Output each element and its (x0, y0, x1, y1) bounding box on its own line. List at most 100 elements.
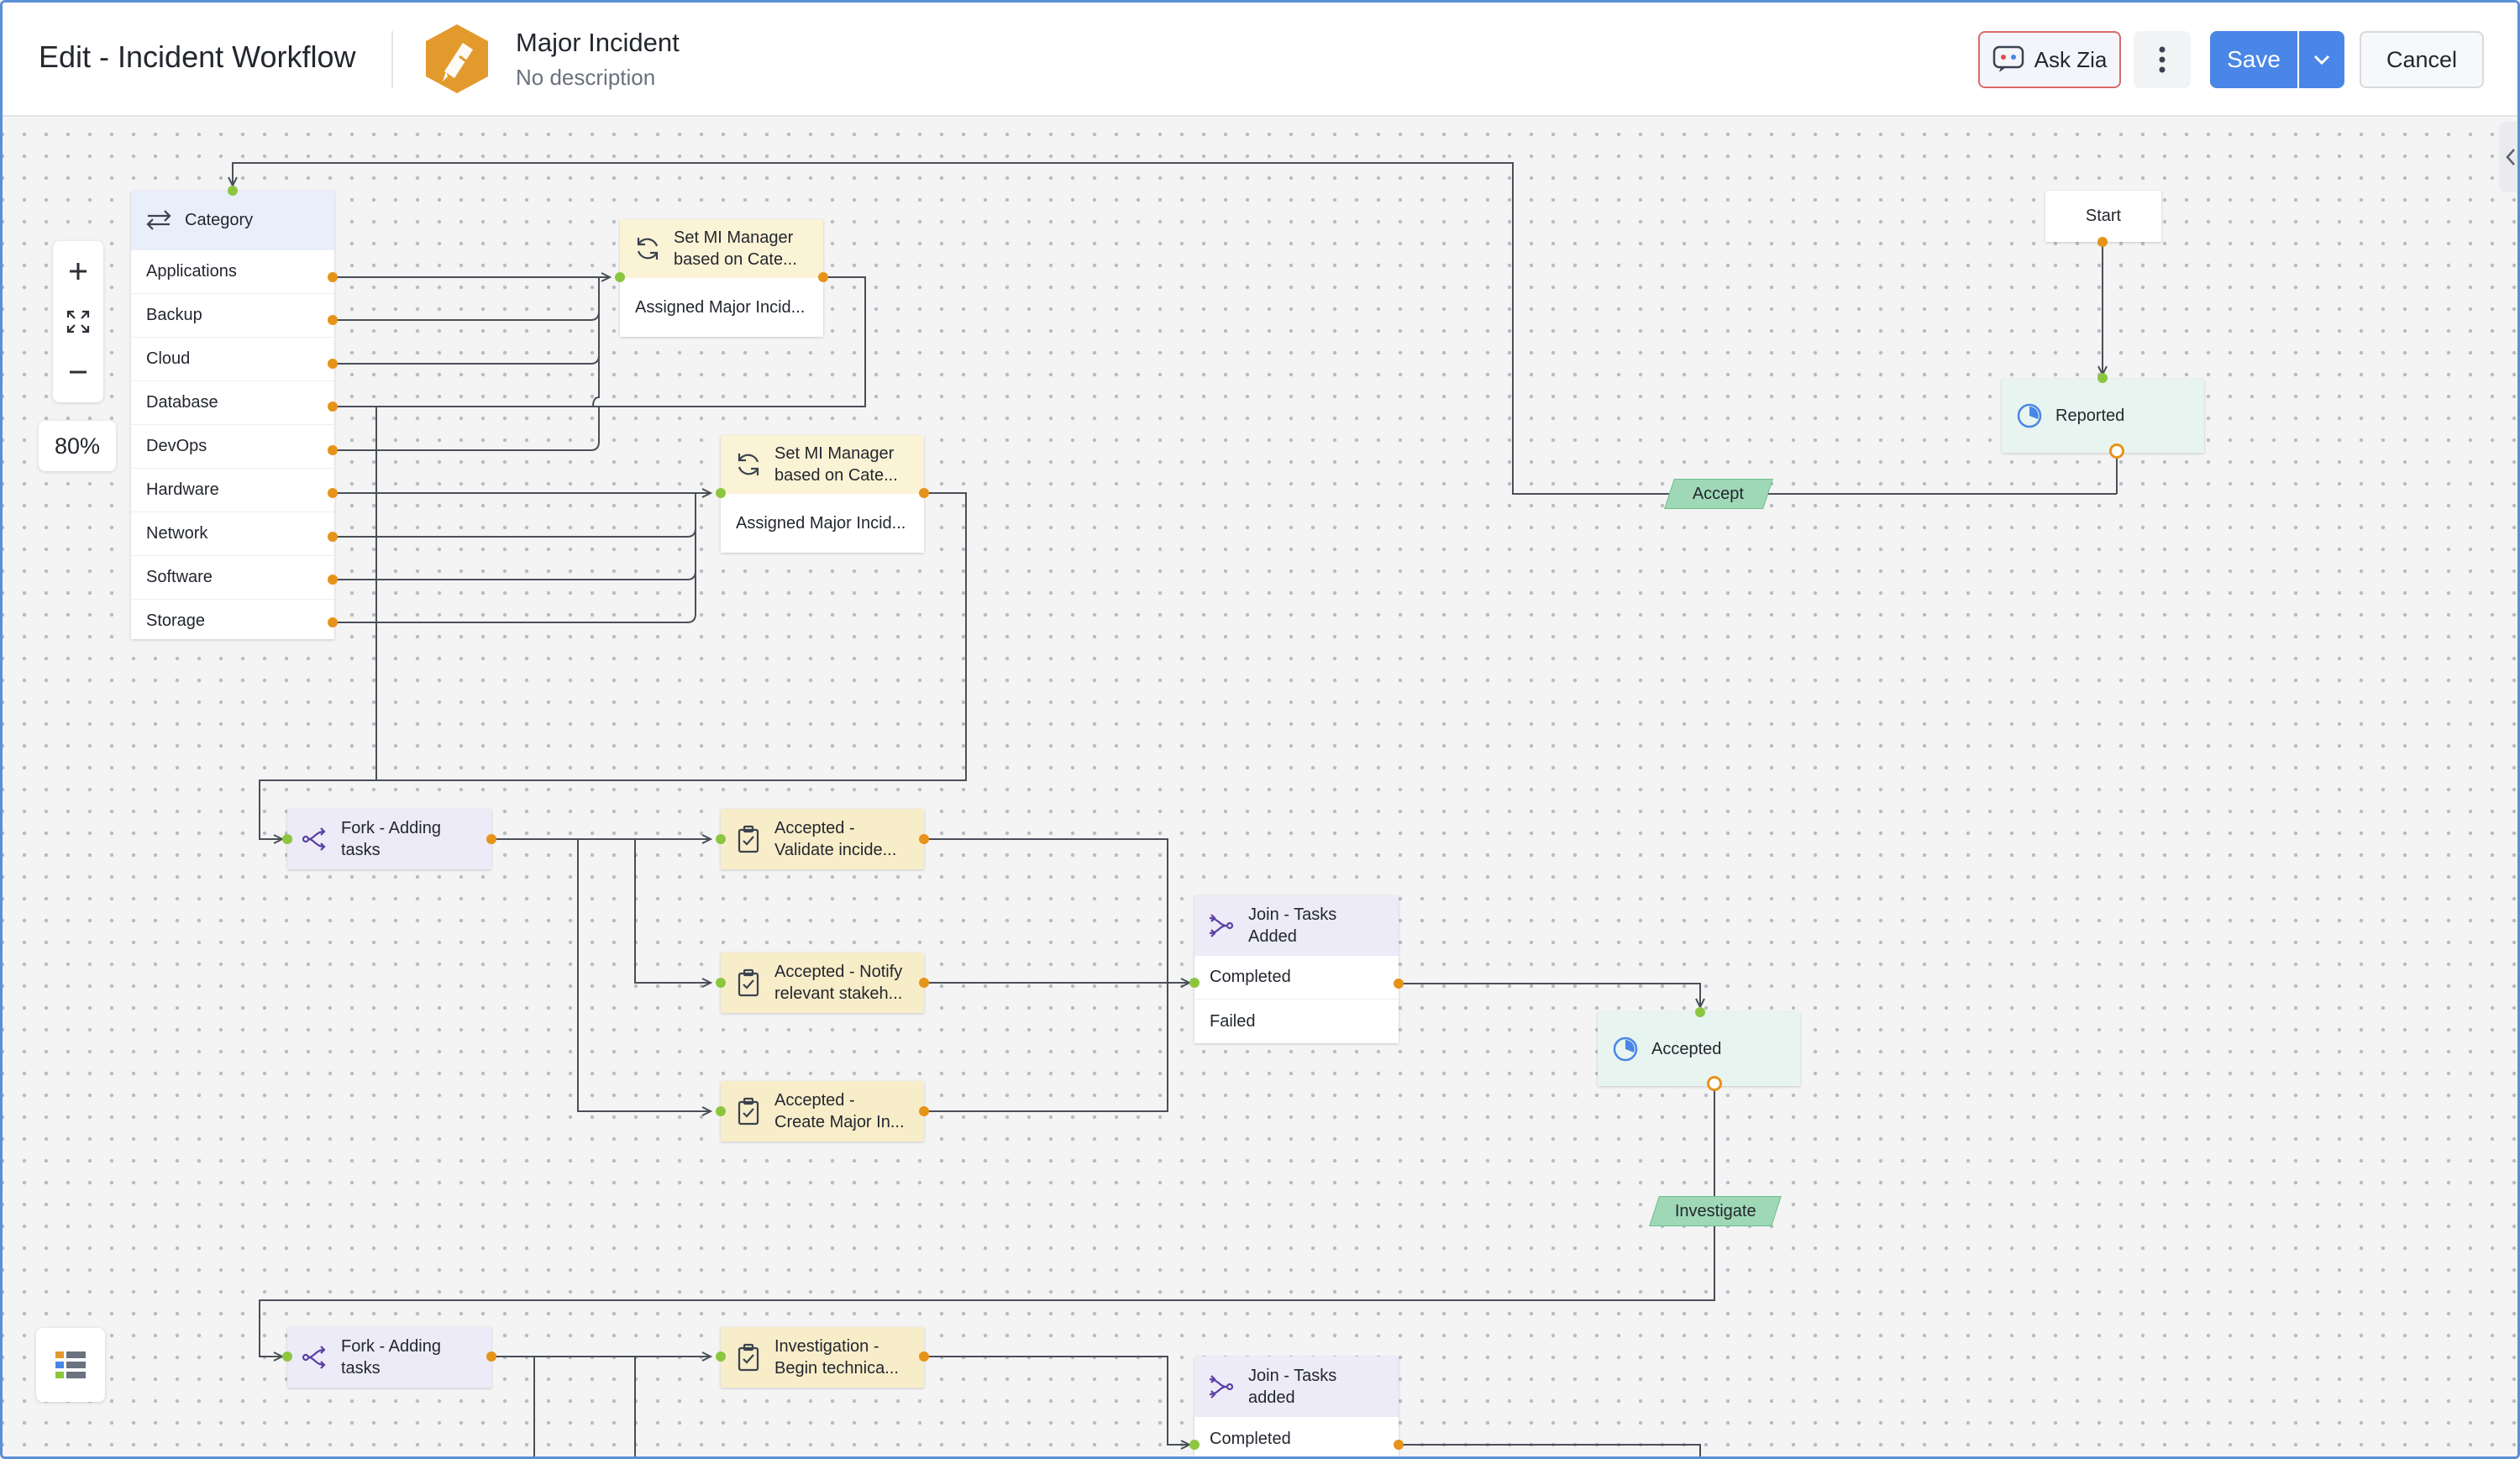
clipboard-check-icon (738, 1097, 759, 1126)
task-node[interactable]: Accepted - Notify relevant stakeh... (721, 953, 924, 1013)
input-port[interactable] (716, 834, 726, 844)
state-label: Reported (2055, 407, 2125, 425)
output-port[interactable] (919, 488, 929, 498)
output-port[interactable] (919, 1351, 929, 1362)
join-node[interactable]: Join - Tasks Added Completed Failed (1194, 895, 1399, 1043)
output-port[interactable] (1394, 979, 1404, 989)
category-decision-node[interactable]: Category Applications Backup Cloud Datab… (131, 191, 334, 639)
chevron-left-icon (2506, 149, 2515, 165)
output-port[interactable] (328, 532, 338, 542)
workflow-logo-icon (426, 24, 488, 93)
save-options-dropdown[interactable] (2299, 31, 2344, 88)
workflow-description[interactable]: No description (516, 65, 656, 90)
task-node[interactable]: Investigation - Begin technica... (721, 1327, 924, 1388)
output-port[interactable] (486, 1351, 496, 1362)
join-node-title: Join - Tasks Added (1248, 904, 1336, 947)
state-node-reported[interactable]: Reported (2002, 379, 2204, 453)
join-node-header: Join - Tasks Added (1194, 895, 1399, 956)
transition-investigate[interactable]: Investigate (1649, 1196, 1782, 1226)
join-node[interactable]: Join - Tasks added Completed (1194, 1357, 1399, 1456)
input-port[interactable] (716, 488, 726, 498)
output-port[interactable] (818, 272, 828, 282)
task-node-header: Accepted - Create Major In... (721, 1081, 924, 1141)
task-title-line: Accepted - Notify (774, 963, 903, 981)
category-option[interactable]: Backup (131, 293, 334, 337)
input-port[interactable] (615, 272, 625, 282)
cancel-button[interactable]: Cancel (2360, 31, 2484, 88)
fork-node-header: Fork - Adding tasks (287, 1327, 491, 1388)
input-port[interactable] (1695, 1007, 1705, 1017)
clipboard-check-icon (738, 968, 759, 997)
set-mi-manager-node[interactable]: Set MI Manager based on Cate... Assigned… (620, 219, 823, 337)
input-port[interactable] (1189, 1440, 1200, 1450)
input-port[interactable] (716, 1106, 726, 1116)
state-node-header: Reported (2002, 379, 2204, 453)
output-port[interactable] (919, 1106, 929, 1116)
fork-title-line: tasks (341, 841, 381, 859)
category-option[interactable]: Applications (131, 249, 334, 293)
save-button[interactable]: Save (2210, 31, 2297, 88)
zoom-out-button[interactable] (53, 347, 103, 397)
output-port[interactable] (328, 272, 338, 282)
side-panel-toggle[interactable] (2499, 122, 2517, 192)
workflow-canvas[interactable] (3, 118, 2517, 1456)
output-port[interactable] (919, 834, 929, 844)
task-node[interactable]: Accepted - Create Major In... (721, 1081, 924, 1141)
set-mi-manager-node[interactable]: Set MI Manager based on Cate... Assigned… (721, 435, 924, 553)
fork-icon (302, 1346, 326, 1369)
clipboard-check-icon (738, 825, 759, 853)
category-option[interactable]: Storage (131, 599, 334, 643)
category-option[interactable]: Hardware (131, 468, 334, 512)
category-option[interactable]: Cloud (131, 337, 334, 380)
join-outcome[interactable]: Completed (1194, 1417, 1399, 1456)
output-port[interactable] (2097, 237, 2108, 247)
start-node[interactable]: Start (2045, 191, 2161, 242)
input-port[interactable] (282, 834, 292, 844)
category-option[interactable]: Database (131, 380, 334, 424)
fork-node[interactable]: Fork - Adding tasks (287, 1327, 491, 1388)
input-port[interactable] (282, 1351, 292, 1362)
input-port[interactable] (2097, 373, 2108, 383)
list-view-icon (55, 1351, 86, 1378)
state-node-accepted[interactable]: Accepted (1598, 1012, 1800, 1086)
join-outcome[interactable]: Completed (1194, 956, 1399, 1000)
join-title-line: Join - Tasks (1248, 905, 1337, 924)
input-port[interactable] (716, 978, 726, 988)
output-port[interactable] (328, 617, 338, 627)
output-port[interactable] (1707, 1076, 1722, 1091)
category-option[interactable]: Software (131, 555, 334, 599)
task-title-line: Accepted - (774, 819, 855, 837)
input-port[interactable] (228, 186, 238, 196)
output-port[interactable] (328, 359, 338, 369)
output-port[interactable] (328, 315, 338, 325)
output-port[interactable] (328, 401, 338, 412)
output-port[interactable] (1394, 1440, 1404, 1450)
zoom-in-button[interactable] (53, 246, 103, 297)
output-port[interactable] (919, 978, 929, 988)
more-options-button[interactable] (2134, 31, 2191, 88)
node-list-button[interactable] (36, 1328, 105, 1402)
zia-chat-icon (1992, 45, 2024, 72)
fork-node-title: Fork - Adding tasks (341, 817, 441, 861)
refresh-icon (637, 238, 659, 260)
output-port[interactable] (328, 575, 338, 585)
action-node-body: Assigned Major Incid... (620, 278, 823, 337)
task-title-line: Validate incide... (774, 841, 897, 859)
output-port[interactable] (486, 834, 496, 844)
category-option[interactable]: Network (131, 512, 334, 555)
join-outcome[interactable]: Failed (1194, 1000, 1399, 1043)
switch-arrows-icon (146, 210, 171, 230)
output-port[interactable] (328, 488, 338, 498)
join-title-line: Join - Tasks (1248, 1367, 1337, 1385)
fork-node[interactable]: Fork - Adding tasks (287, 809, 491, 869)
task-node[interactable]: Accepted - Validate incide... (721, 809, 924, 869)
input-port[interactable] (1189, 978, 1200, 988)
input-port[interactable] (716, 1351, 726, 1362)
output-port[interactable] (2109, 443, 2124, 459)
page-title: Edit - Incident Workflow (39, 39, 356, 74)
transition-accept[interactable]: Accept (1664, 479, 1773, 509)
fit-to-screen-button[interactable] (53, 297, 103, 347)
category-option[interactable]: DevOps (131, 424, 334, 468)
ask-zia-button[interactable]: Ask Zia (1978, 31, 2121, 88)
output-port[interactable] (328, 445, 338, 455)
